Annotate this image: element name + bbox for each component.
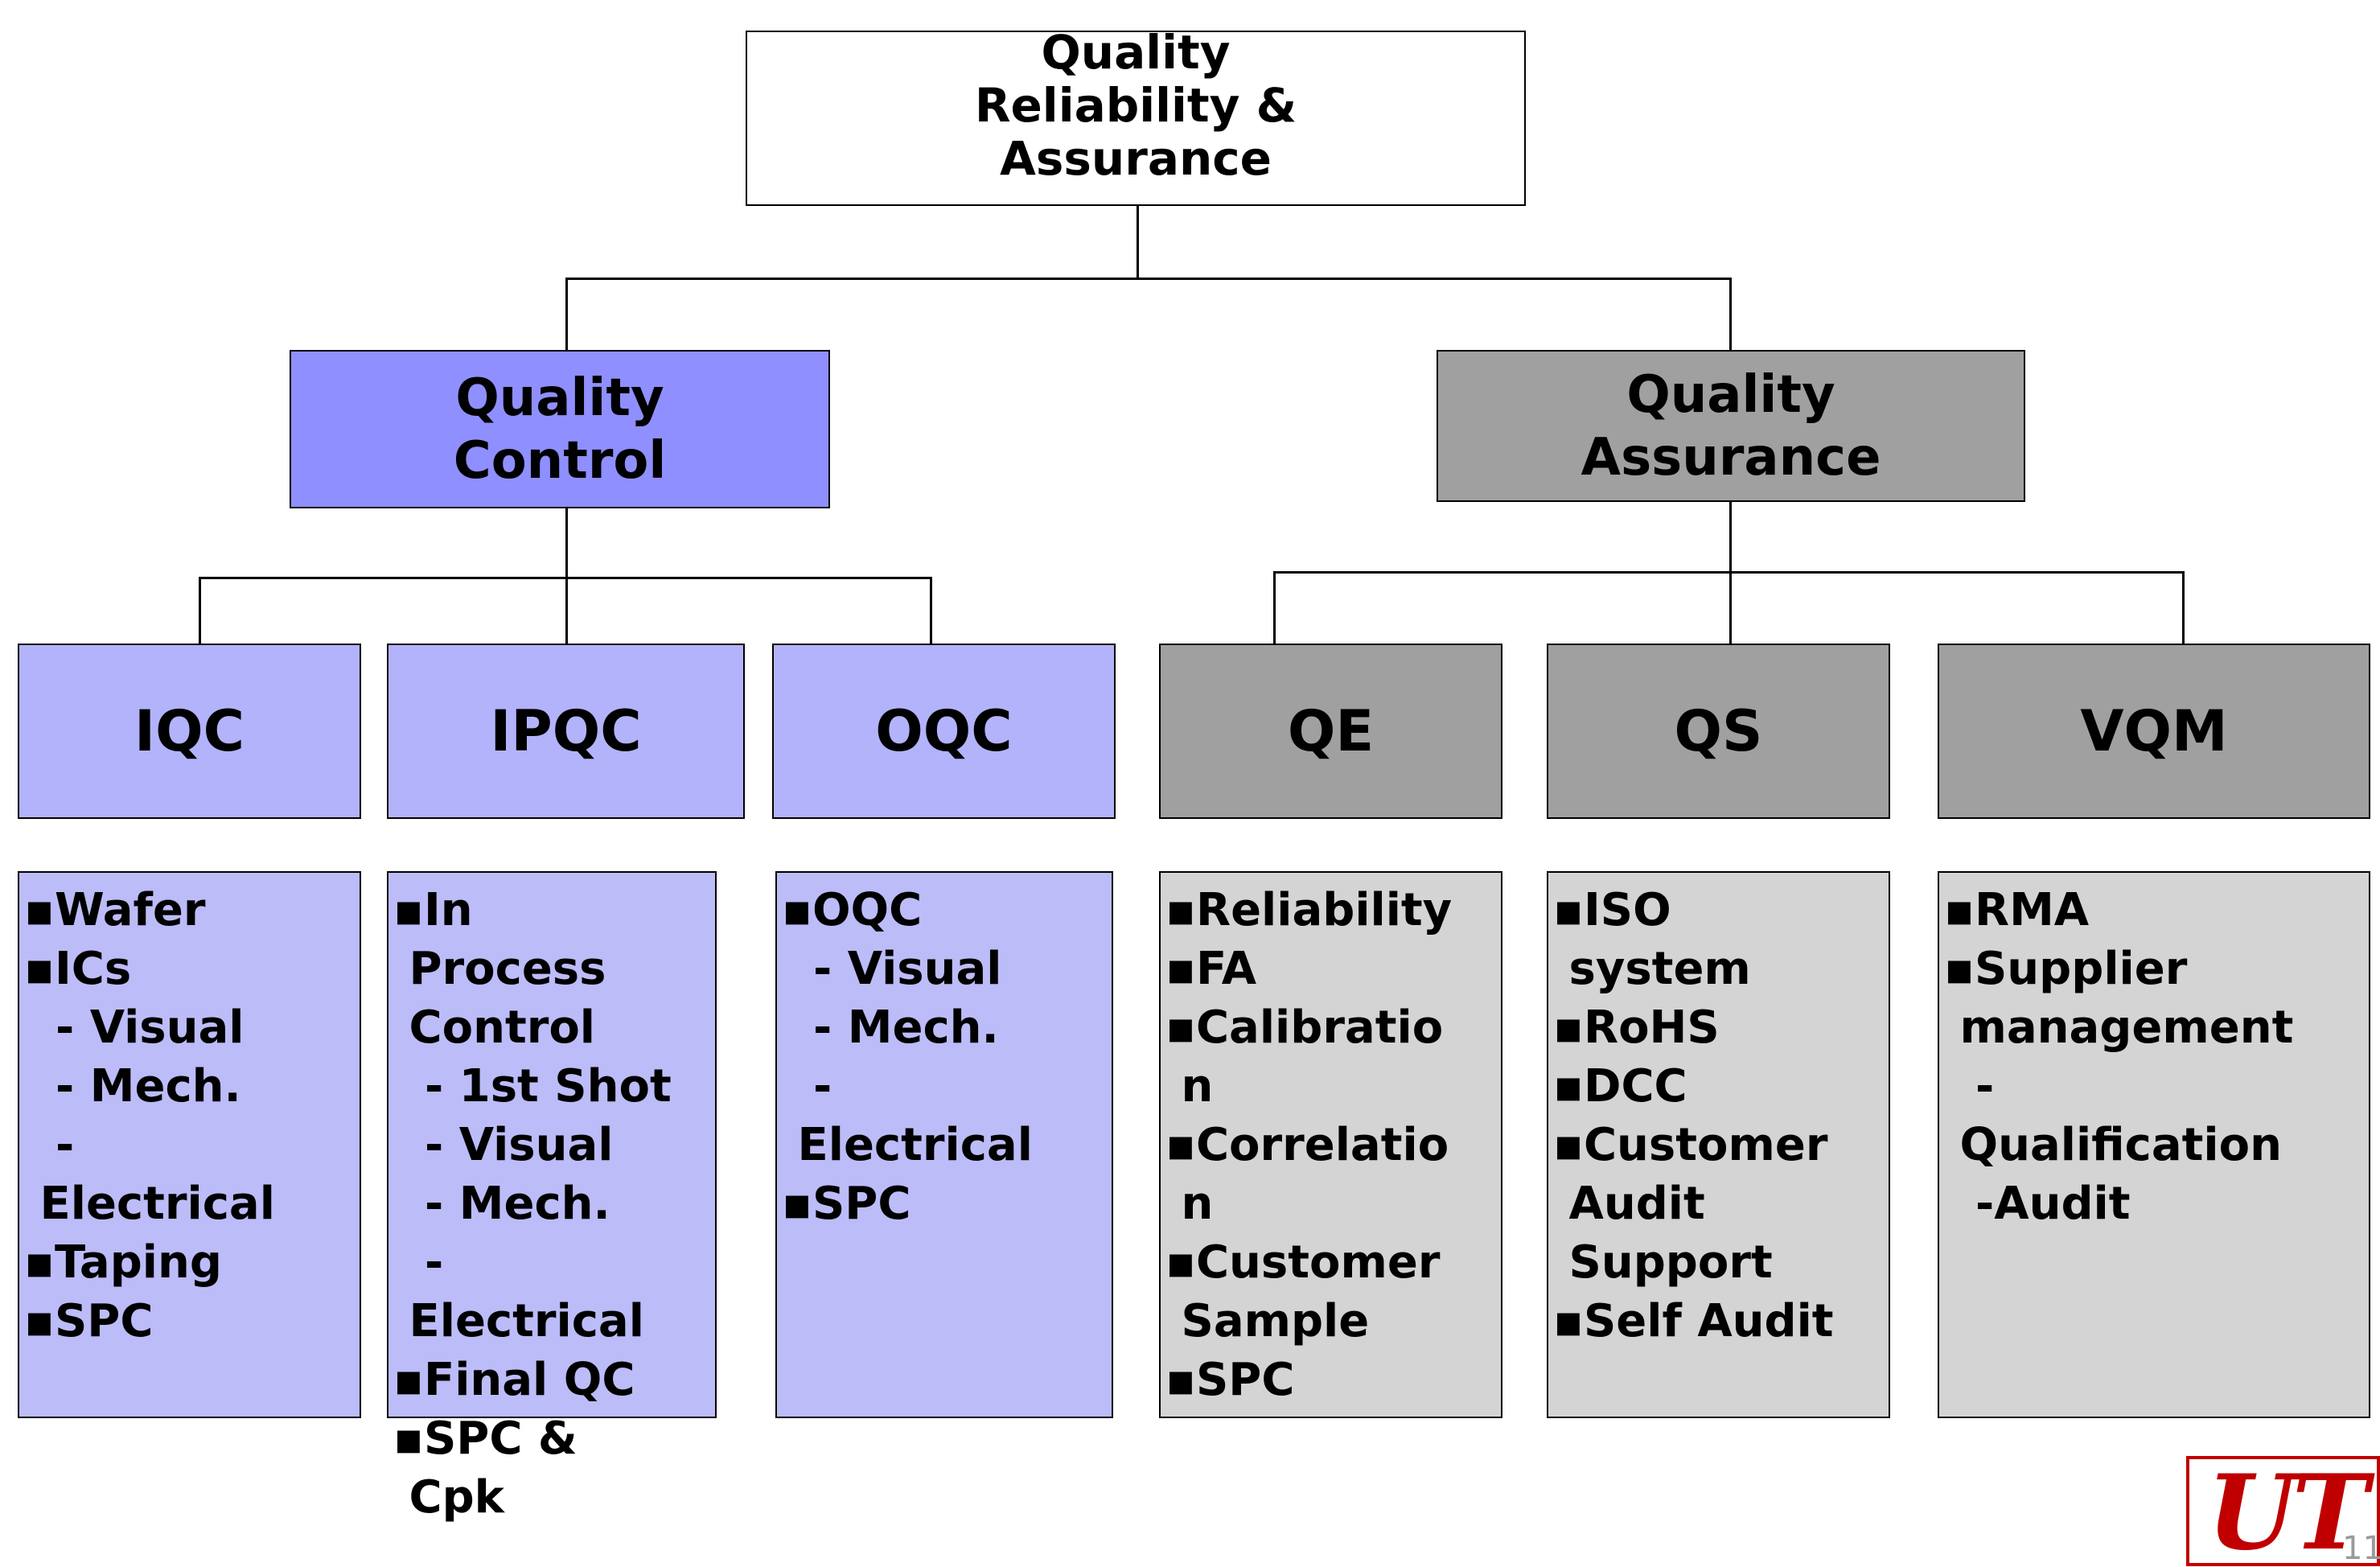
detail-item: ▪Taping <box>24 1236 222 1289</box>
detail-item: ▪FA <box>1165 943 1257 995</box>
detail-item: ▪Supplier <box>1944 943 2188 995</box>
detail-item: - <box>393 1236 444 1289</box>
dept-qe-label: QE <box>1287 698 1375 764</box>
detail-item: ▪SPC <box>1165 1354 1295 1406</box>
detail-item: ▪OQC <box>782 884 923 936</box>
detail-item: n <box>1165 1178 1214 1230</box>
root-stem-line <box>1137 204 1139 278</box>
iqc-details: ▪Wafer ▪ICs - Visual - Mech. - Electrical… <box>18 871 361 1418</box>
detail-item: ▪RoHS <box>1553 1001 1720 1054</box>
qa-title-line-1: Quality <box>1626 364 1835 425</box>
detail-item: ▪SPC <box>24 1295 154 1347</box>
qc-title-line-1: Quality <box>455 368 664 428</box>
iqc-drop-line <box>199 577 201 644</box>
detail-item: - Visual <box>24 1001 245 1054</box>
detail-item: ▪Wafer <box>24 884 206 936</box>
detail-item: ▪RMA <box>1944 884 2090 936</box>
detail-item: ▪ICs <box>24 943 132 995</box>
detail-item: - Visual <box>393 1119 614 1171</box>
detail-item: - Mech. <box>782 1001 999 1054</box>
detail-item: Electrical <box>24 1178 275 1230</box>
root-title-line-1: Quality <box>1041 25 1231 80</box>
detail-item: -Audit <box>1944 1178 2131 1230</box>
detail-item: system <box>1553 943 1751 995</box>
qc-stem-line <box>565 507 568 578</box>
dept-ipqc: IPQC <box>387 644 745 819</box>
detail-item: ▪Calibratio <box>1165 1001 1444 1054</box>
dept-qs-label: QS <box>1674 698 1763 764</box>
root-title-line-3: Assurance <box>1000 131 1272 186</box>
qs-drop-line <box>1729 571 1732 644</box>
qe-details: ▪Reliability▪FA▪Calibratio n▪Correlatio … <box>1159 871 1502 1418</box>
dept-oqc: OQC <box>772 644 1116 819</box>
detail-item: n <box>1165 1060 1214 1113</box>
qs-details: ▪ISO system ▪RoHS ▪DCC ▪Customer Audit Supp… <box>1547 871 1890 1418</box>
detail-item: Process <box>393 943 606 995</box>
root-branch-line <box>565 278 1732 280</box>
detail-item: ▪Customer <box>1165 1236 1441 1289</box>
detail-item: - Mech. <box>24 1060 241 1113</box>
qa-stem-line <box>1729 500 1732 573</box>
dept-qs: QS <box>1547 644 1890 819</box>
dept-iqc-label: IQC <box>134 698 245 764</box>
detail-item: - <box>24 1119 75 1171</box>
ipqc-drop-line <box>565 577 568 644</box>
detail-item: ▪SPC <box>782 1178 911 1230</box>
detail-item: ▪SPC & <box>393 1413 578 1465</box>
qa-title-line-2: Assurance <box>1581 427 1881 487</box>
detail-item: - Visual <box>782 943 1002 995</box>
detail-item: ▪DCC <box>1553 1060 1687 1113</box>
vqm-drop-line <box>2182 571 2185 644</box>
qa-branch-line <box>1273 571 2185 574</box>
detail-item: ▪Self Audit <box>1553 1295 1834 1347</box>
detail-item: - 1st Shot <box>393 1060 672 1113</box>
detail-item: Support <box>1553 1236 1773 1289</box>
detail-item: management <box>1944 1001 2294 1054</box>
detail-item: ▪Reliability <box>1165 884 1453 936</box>
quality-assurance-node: Quality Assurance <box>1437 350 2025 502</box>
qa-drop-line <box>1729 278 1732 352</box>
detail-item: Qualification <box>1944 1119 2282 1171</box>
detail-item: - <box>782 1060 832 1113</box>
root-node: Quality Reliability & Assurance <box>746 26 1526 206</box>
ipqc-details: ▪In Process Control - 1st Shot - Visual … <box>387 871 717 1524</box>
detail-item: ▪In <box>393 884 473 936</box>
detail-item: Sample <box>1165 1295 1370 1347</box>
qc-drop-line <box>565 278 568 352</box>
detail-item: Electrical <box>782 1119 1033 1171</box>
dept-oqc-label: OQC <box>875 698 1013 764</box>
uts-logo-text: UT <box>2207 1456 2369 1566</box>
uts-logo: UT <box>2186 1456 2380 1566</box>
qe-drop-line <box>1273 571 1276 644</box>
detail-item: ▪ISO <box>1553 884 1671 936</box>
dept-iqc: IQC <box>18 644 361 819</box>
detail-item: ▪Final QC <box>393 1354 635 1406</box>
qc-title-line-2: Control <box>453 430 667 491</box>
dept-vqm: VQM <box>1938 644 2370 819</box>
detail-item: Control <box>393 1001 596 1054</box>
root-title-line-2: Reliability & <box>974 78 1297 133</box>
dept-qe: QE <box>1159 644 1502 819</box>
quality-control-node: Quality Control <box>290 350 830 508</box>
detail-item: Electrical <box>393 1295 644 1347</box>
dept-vqm-label: VQM <box>2080 698 2228 764</box>
dept-ipqc-label: IPQC <box>490 698 642 764</box>
detail-item: ▪Correlatio <box>1165 1119 1449 1171</box>
page-number: 11 <box>2342 1530 2380 1567</box>
vqm-details: ▪RMA ▪Supplier management - Qualification… <box>1938 871 2370 1418</box>
detail-item: ▪Customer <box>1553 1119 1828 1171</box>
detail-item: Audit <box>1553 1178 1705 1230</box>
oqc-details: ▪OQC - Visual - Mech. - Electrical ▪SPC <box>775 871 1113 1418</box>
oqc-drop-line <box>930 577 932 644</box>
detail-item: - Mech. <box>393 1178 610 1230</box>
detail-item: - <box>1944 1060 1995 1113</box>
detail-item: Cpk <box>393 1471 504 1524</box>
